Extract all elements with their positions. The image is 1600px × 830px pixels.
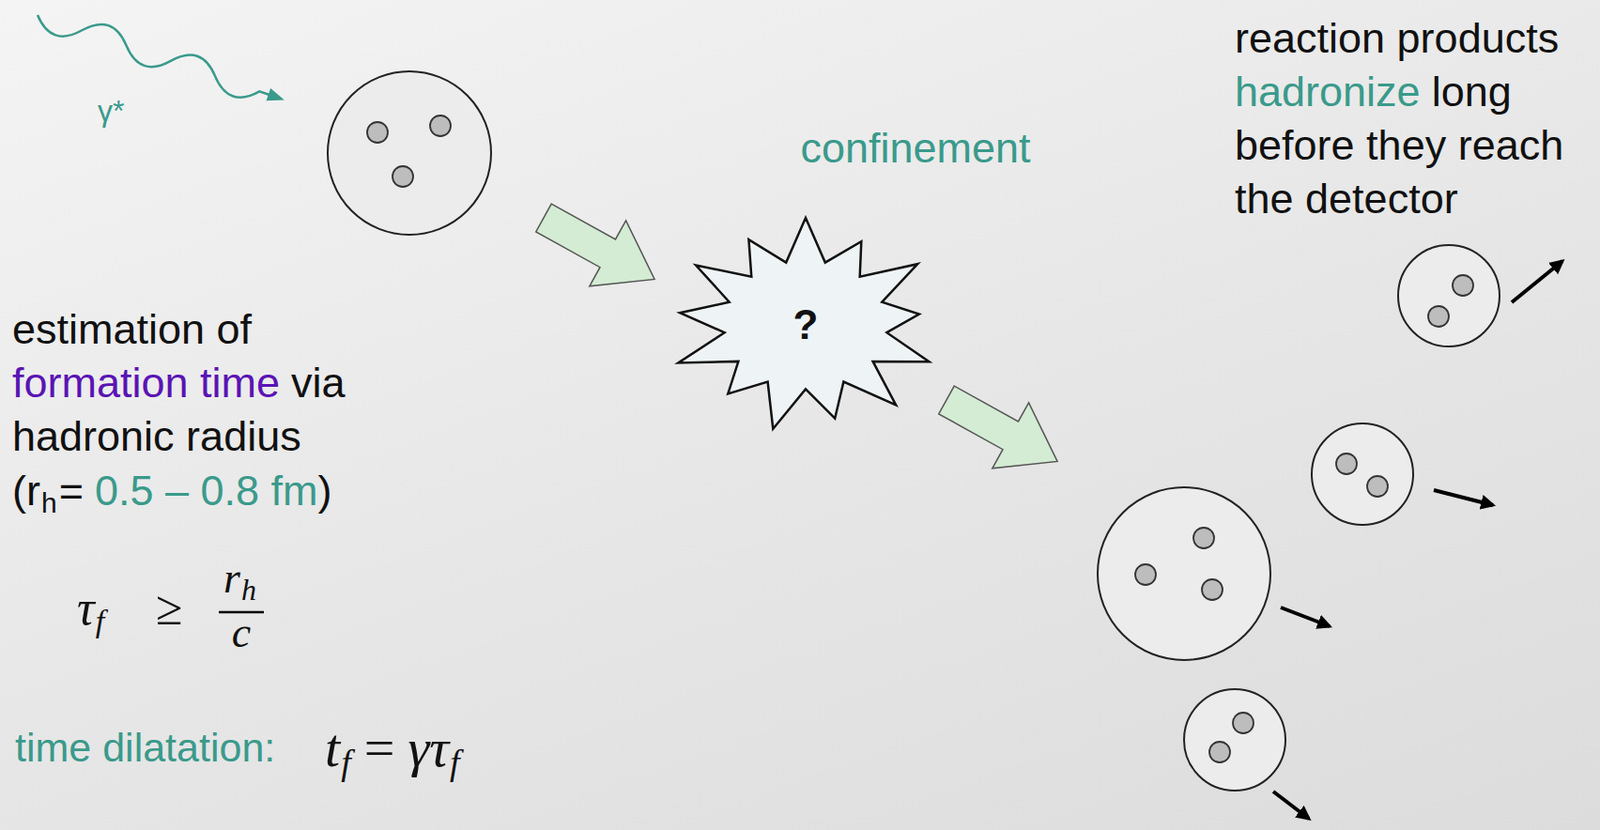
meson-circle [1311,423,1493,525]
formula-symbol: γτ [407,717,449,781]
photon-label: γ* [97,93,124,129]
formula-symbol: t [324,717,340,781]
subscript: h [41,487,58,521]
formula-symbol: = [364,717,396,781]
annotation-text: = [59,466,84,516]
subscript: f [340,742,352,785]
annotation-text: ) [318,466,333,516]
annotation-text: via [291,358,346,408]
block-arrow [928,367,1077,494]
meson-circle [1184,689,1309,819]
formula-symbol: τ [76,580,95,637]
subscript: h [241,572,257,608]
formula-symbol: r [223,553,241,604]
proton-circle [327,71,492,235]
subscript: f [449,742,461,785]
annotation-highlight: hadronize [1234,67,1421,117]
subscript: f [95,602,105,640]
formula-symbol: ≥ [155,580,184,637]
annotation-highlight: 0.5 – 0.8 fm [94,466,319,516]
annotation-text: time dilatation: [15,724,276,771]
photon-wave [32,2,289,113]
annotation-highlight: formation time [12,358,280,408]
process-label: confinement [800,123,1031,173]
starburst-node: ? [666,215,945,435]
baryon-circle [1097,487,1330,661]
formula-symbol: c [231,608,251,659]
meson-circle [1398,245,1563,347]
annotation-text: (r [12,466,41,516]
annotation-text: reaction products [1234,14,1559,63]
annotation-text: the detector [1234,174,1459,224]
annotation-text: estimation of [12,305,252,354]
annotation-text: hadronic radius [12,412,302,462]
annotation-text: before they reach [1234,121,1564,170]
block-arrow [525,184,674,312]
node-text: ? [793,301,819,350]
annotation-text: long [1431,67,1512,117]
